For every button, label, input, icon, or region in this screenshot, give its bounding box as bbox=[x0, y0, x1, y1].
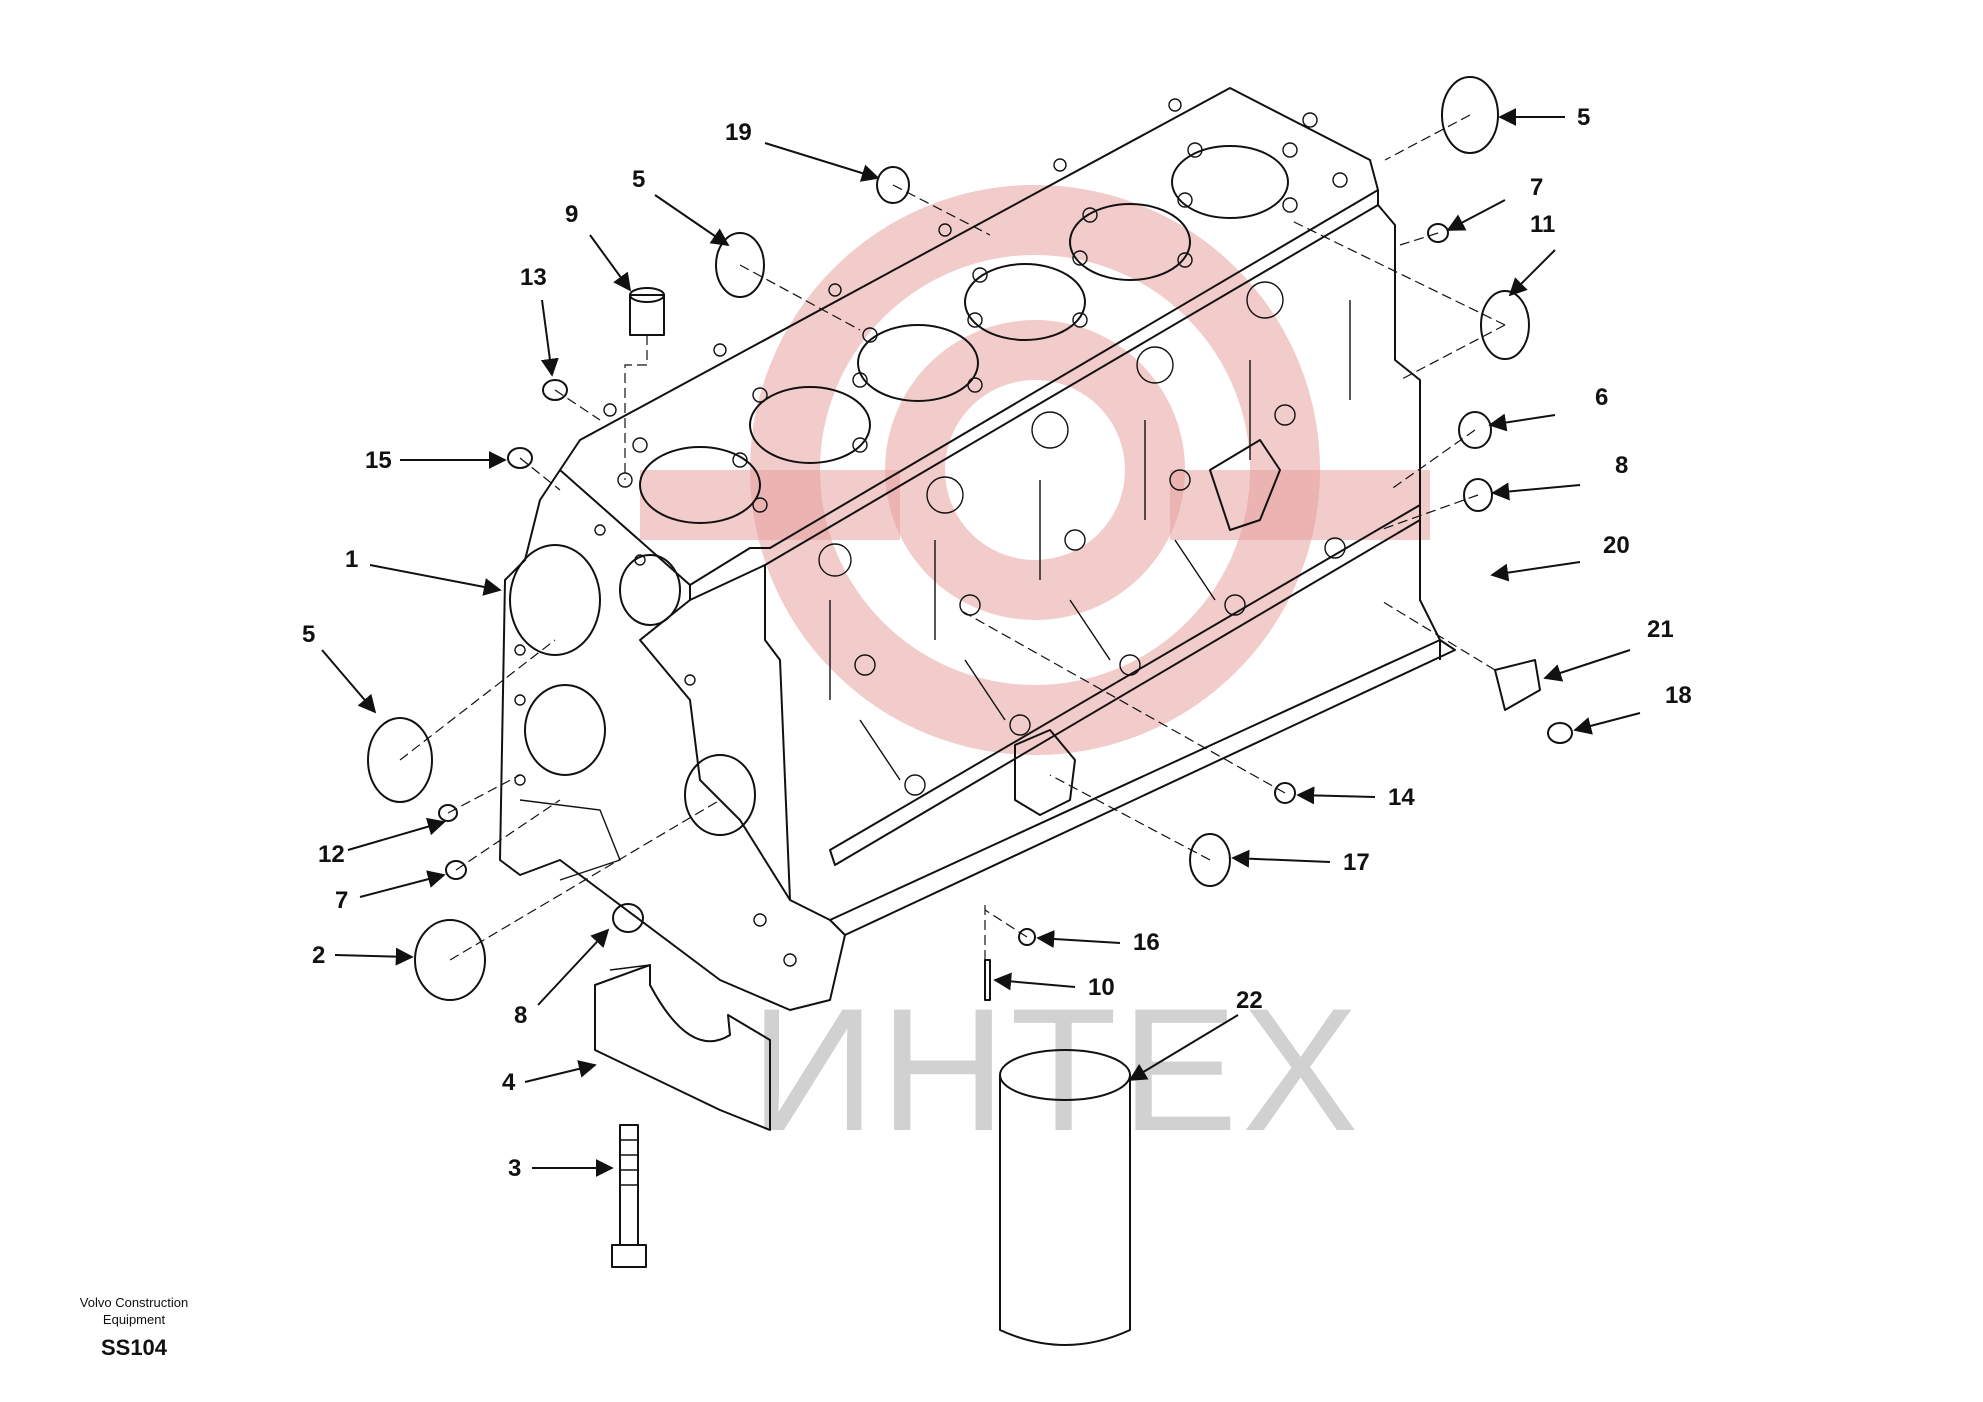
callout-label: 11 bbox=[1530, 211, 1555, 238]
callout-13: 13 bbox=[520, 264, 559, 377]
callout-label: 2 bbox=[312, 942, 325, 969]
callout-label: 7 bbox=[1530, 174, 1543, 201]
diagram-code: SS104 bbox=[101, 1335, 168, 1360]
footer: Volvo Construction Equipment SS104 bbox=[80, 1295, 188, 1360]
callout-3: 3 bbox=[508, 1155, 614, 1182]
callout-18: 18 bbox=[1573, 682, 1692, 735]
callout-5-top: 5 bbox=[632, 166, 730, 247]
callout-label: 9 bbox=[565, 201, 578, 228]
part-seals-and-plugs bbox=[367, 76, 1573, 1001]
callout-10: 10 bbox=[993, 972, 1115, 1001]
callout-label: 18 bbox=[1665, 682, 1692, 709]
callouts: 1 2 3 4 5 5 5 6 bbox=[302, 104, 1692, 1182]
callout-8-left: 8 bbox=[514, 928, 610, 1029]
callout-14: 14 bbox=[1296, 784, 1415, 811]
callout-22: 22 bbox=[1128, 987, 1263, 1081]
callout-label: 8 bbox=[514, 1002, 527, 1029]
callout-label: 5 bbox=[632, 166, 645, 193]
callout-label: 12 bbox=[318, 841, 345, 868]
callout-17: 17 bbox=[1231, 849, 1370, 876]
callout-label: 4 bbox=[502, 1069, 516, 1096]
callout-label: 8 bbox=[1615, 452, 1628, 479]
callout-label: 7 bbox=[335, 887, 348, 914]
callout-8-right: 8 bbox=[1491, 452, 1628, 501]
company-line-1: Volvo Construction bbox=[80, 1295, 188, 1310]
callout-11: 11 bbox=[1508, 211, 1556, 297]
callout-label: 14 bbox=[1388, 784, 1415, 811]
callout-5-left: 5 bbox=[302, 621, 377, 714]
callout-20: 20 bbox=[1490, 532, 1630, 582]
callout-label: 5 bbox=[1577, 104, 1590, 131]
callout-label: 10 bbox=[1088, 974, 1115, 1001]
part-cap-bolt bbox=[611, 1124, 647, 1268]
callout-label: 17 bbox=[1343, 849, 1370, 876]
callout-label: 21 bbox=[1647, 616, 1674, 643]
callout-label: 13 bbox=[520, 264, 547, 291]
callout-2: 2 bbox=[312, 942, 414, 969]
callout-7-left: 7 bbox=[335, 870, 446, 914]
callout-4: 4 bbox=[502, 1060, 597, 1096]
callout-label: 20 bbox=[1603, 532, 1630, 559]
watermark-logo bbox=[640, 185, 1430, 755]
callout-label: 15 bbox=[365, 447, 392, 474]
callout-label: 19 bbox=[725, 119, 752, 146]
callout-21: 21 bbox=[1543, 616, 1674, 682]
part-main-bearing-cap bbox=[594, 964, 771, 1131]
callout-6: 6 bbox=[1488, 384, 1608, 432]
callout-19: 19 bbox=[725, 119, 880, 182]
callout-label: 1 bbox=[345, 546, 358, 573]
callout-9: 9 bbox=[565, 201, 632, 292]
callout-12: 12 bbox=[318, 817, 446, 868]
callout-label: 16 bbox=[1133, 929, 1160, 956]
callout-label: 6 bbox=[1595, 384, 1608, 411]
callout-5-right: 5 bbox=[1498, 104, 1590, 131]
callout-label: 22 bbox=[1236, 987, 1263, 1014]
callout-16: 16 bbox=[1036, 929, 1160, 956]
callout-label: 3 bbox=[508, 1155, 521, 1182]
assembly-lines bbox=[399, 114, 1506, 961]
callout-label: 5 bbox=[302, 621, 315, 648]
callout-7-right: 7 bbox=[1446, 174, 1543, 231]
callout-15: 15 bbox=[365, 447, 507, 474]
company-line-2: Equipment bbox=[103, 1312, 166, 1327]
watermark-text: ИНТЕХ bbox=[750, 973, 1363, 1168]
callout-1: 1 bbox=[345, 546, 502, 596]
engine-block bbox=[499, 87, 1456, 1011]
